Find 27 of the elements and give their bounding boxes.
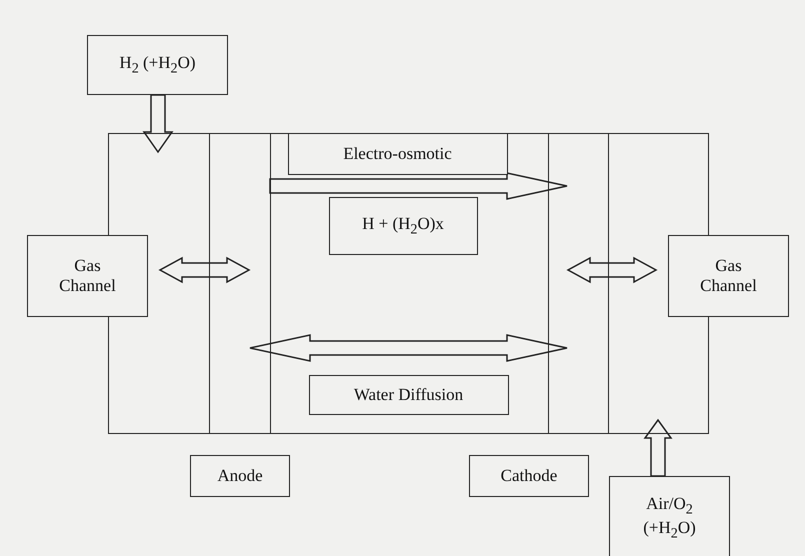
double-arrow [249,334,568,362]
node-text: Cathode [500,466,558,486]
block-arrow [644,418,672,477]
layer-box [270,133,549,434]
node-text: Gas Channel [699,256,758,296]
node-text: Water Diffusion [354,384,464,404]
block-arrow [142,94,174,154]
node-text: Gas Channel [58,256,117,296]
block-arrow [269,172,568,200]
double-arrow [158,256,251,284]
label-box [190,455,290,497]
node-text: Air/O$_{2}$ (+H$_{2}$O) [642,494,697,542]
label-box [328,196,478,254]
label-box [609,476,730,556]
node-text: Anode [217,466,263,486]
label-box [27,235,148,317]
node-text: H + (H$_{2}$O)x [362,214,444,238]
node-text: H$_{2}$ (+H$_{2}$O) [119,53,196,77]
label-box [308,374,508,414]
label-box [288,132,508,174]
double-arrow [566,256,658,284]
layer-box [209,133,271,434]
label-box [87,35,228,95]
layer-box [548,133,609,434]
label-box [469,455,589,497]
label-box [668,235,789,317]
node-text: Electro-osmotic [343,144,452,164]
